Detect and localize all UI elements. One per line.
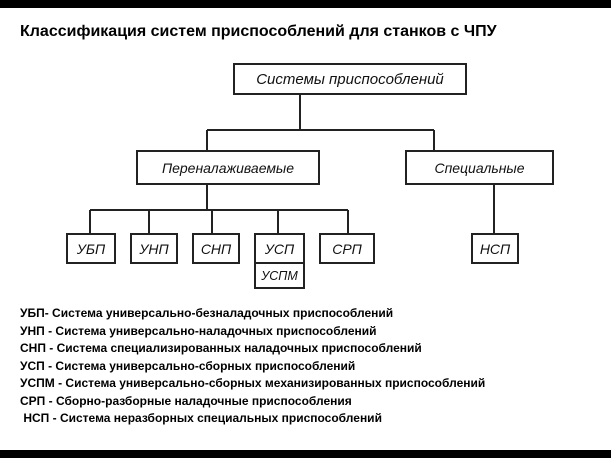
- node-branch-left: Переналаживаемые: [136, 150, 320, 185]
- bottom-border-bar: [0, 450, 611, 458]
- legend-line: УБП- Система универсально-безналадочных …: [20, 306, 394, 320]
- node-leaf-2: УНП: [130, 233, 178, 264]
- node-leaf-5: СРП: [319, 233, 375, 264]
- legend-line: СРП - Сборно-разборные наладочные приспо…: [20, 393, 352, 408]
- legend-line: УНП - Система универсально-наладочных пр…: [20, 323, 377, 338]
- node-root: Системы приспособлений: [233, 63, 467, 95]
- node-leaf-right: НСП: [471, 233, 519, 264]
- classification-diagram: Системы приспособлений Переналаживаемые …: [62, 52, 577, 299]
- node-leaf-3: СНП: [192, 233, 240, 264]
- diagram-connectors: [89, 92, 495, 233]
- node-leaf-4: УСП: [254, 233, 305, 264]
- abbreviation-legend: УБП- Система универсально-безналадочных …: [20, 305, 605, 428]
- legend-line: УСПМ - Система универсально-сборных меха…: [20, 376, 486, 390]
- node-branch-right: Специальные: [405, 150, 554, 185]
- legend-line: УСП - Система универсально-сборных присп…: [20, 358, 356, 373]
- slide-title: Классификация систем приспособлений для …: [20, 23, 497, 40]
- node-leaf-1: УБП: [66, 233, 116, 264]
- node-sub-leaf: УСПМ: [254, 262, 305, 289]
- legend-line: СНП - Система специализированных наладоч…: [20, 341, 422, 355]
- legend-line: НСП - Система неразборных специальных пр…: [20, 411, 382, 425]
- top-border-bar: [0, 0, 611, 8]
